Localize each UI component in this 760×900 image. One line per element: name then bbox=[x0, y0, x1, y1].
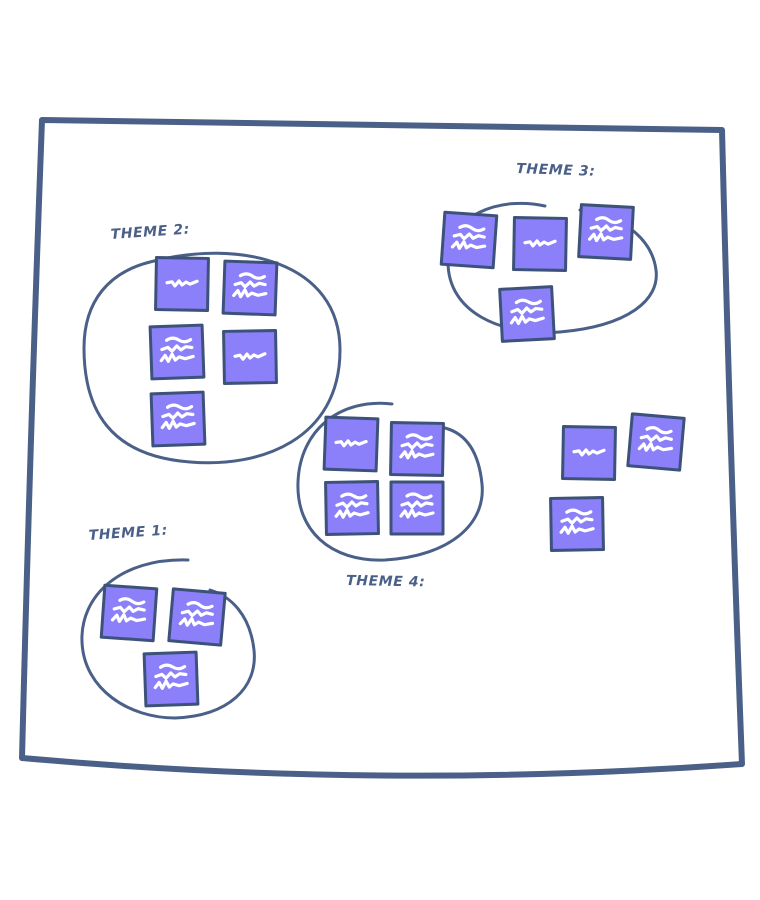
theme-1-sticky-note-2[interactable] bbox=[167, 587, 227, 647]
theme-4-cluster-outline bbox=[296, 401, 484, 562]
theme-4-label: THEME 4: bbox=[346, 573, 426, 590]
theme-1-cluster-outline bbox=[80, 558, 256, 720]
sticky-note-body bbox=[99, 583, 159, 643]
theme-2-cluster-outline bbox=[82, 251, 342, 465]
sticky-note-body bbox=[324, 480, 380, 536]
scribble-text-icon bbox=[588, 216, 624, 243]
scribble-text-icon bbox=[572, 448, 606, 457]
scribble-text-icon bbox=[232, 272, 268, 299]
scribble-text-icon bbox=[334, 492, 370, 519]
theme-1-sticky-note-3[interactable] bbox=[142, 650, 200, 708]
sticky-note-body bbox=[498, 285, 556, 343]
theme-4-sticky-note-2[interactable] bbox=[389, 421, 445, 477]
scribble-text-icon bbox=[178, 601, 215, 627]
theme-2-sticky-note-2[interactable] bbox=[221, 259, 279, 317]
scribble-text-icon bbox=[399, 492, 435, 519]
theme-3-sticky-note-3[interactable] bbox=[577, 203, 635, 261]
sticky-note-body bbox=[142, 650, 200, 708]
sticky-note-body bbox=[577, 203, 635, 261]
scribble-text-icon bbox=[523, 239, 557, 248]
theme-3-sticky-note-2[interactable] bbox=[512, 216, 568, 272]
theme-3-sticky-note-1[interactable] bbox=[439, 210, 499, 270]
scribble-text-icon bbox=[559, 508, 595, 535]
theme-4-sticky-note-1[interactable] bbox=[322, 415, 380, 473]
scribble-text-icon bbox=[153, 663, 189, 690]
sticky-note-body bbox=[389, 421, 445, 477]
unsorted-sticky-note-2[interactable] bbox=[626, 412, 686, 472]
theme-1-label: THEME 1: bbox=[88, 522, 168, 543]
sticky-note-body bbox=[549, 496, 605, 552]
theme-3-label: THEME 3: bbox=[516, 161, 596, 180]
theme-4-sticky-note-4[interactable] bbox=[389, 480, 445, 536]
scribble-text-icon bbox=[637, 426, 674, 452]
theme-2-sticky-note-3[interactable] bbox=[148, 323, 206, 381]
sticky-note-body bbox=[148, 323, 206, 381]
sticky-note-body bbox=[389, 480, 445, 536]
scribble-text-icon bbox=[334, 439, 368, 448]
scribble-text-icon bbox=[233, 352, 267, 361]
unsorted-sticky-note-3[interactable] bbox=[549, 496, 605, 552]
theme-2-sticky-note-5[interactable] bbox=[149, 390, 207, 448]
theme-4-sticky-note-3[interactable] bbox=[324, 480, 380, 536]
scribble-text-icon bbox=[165, 279, 199, 288]
scribble-text-icon bbox=[159, 336, 195, 363]
scribble-text-icon bbox=[160, 403, 196, 430]
sticky-note-body bbox=[167, 587, 227, 647]
sticky-note-body bbox=[149, 390, 207, 448]
theme-1-sticky-note-1[interactable] bbox=[99, 583, 159, 643]
theme-2-sticky-note-1[interactable] bbox=[154, 256, 210, 312]
theme-3-sticky-note-4[interactable] bbox=[498, 285, 556, 343]
unsorted-sticky-note-1[interactable] bbox=[561, 425, 617, 481]
scribble-text-icon bbox=[509, 298, 545, 326]
theme-2-label: THEME 2: bbox=[110, 221, 190, 242]
theme-2-sticky-note-4[interactable] bbox=[222, 329, 278, 385]
sticky-note-body bbox=[626, 412, 686, 472]
scribble-text-icon bbox=[110, 597, 147, 623]
sticky-note-body bbox=[221, 259, 279, 317]
sticky-note-body bbox=[439, 210, 499, 270]
scribble-text-icon bbox=[399, 433, 435, 460]
scribble-text-icon bbox=[450, 224, 487, 250]
